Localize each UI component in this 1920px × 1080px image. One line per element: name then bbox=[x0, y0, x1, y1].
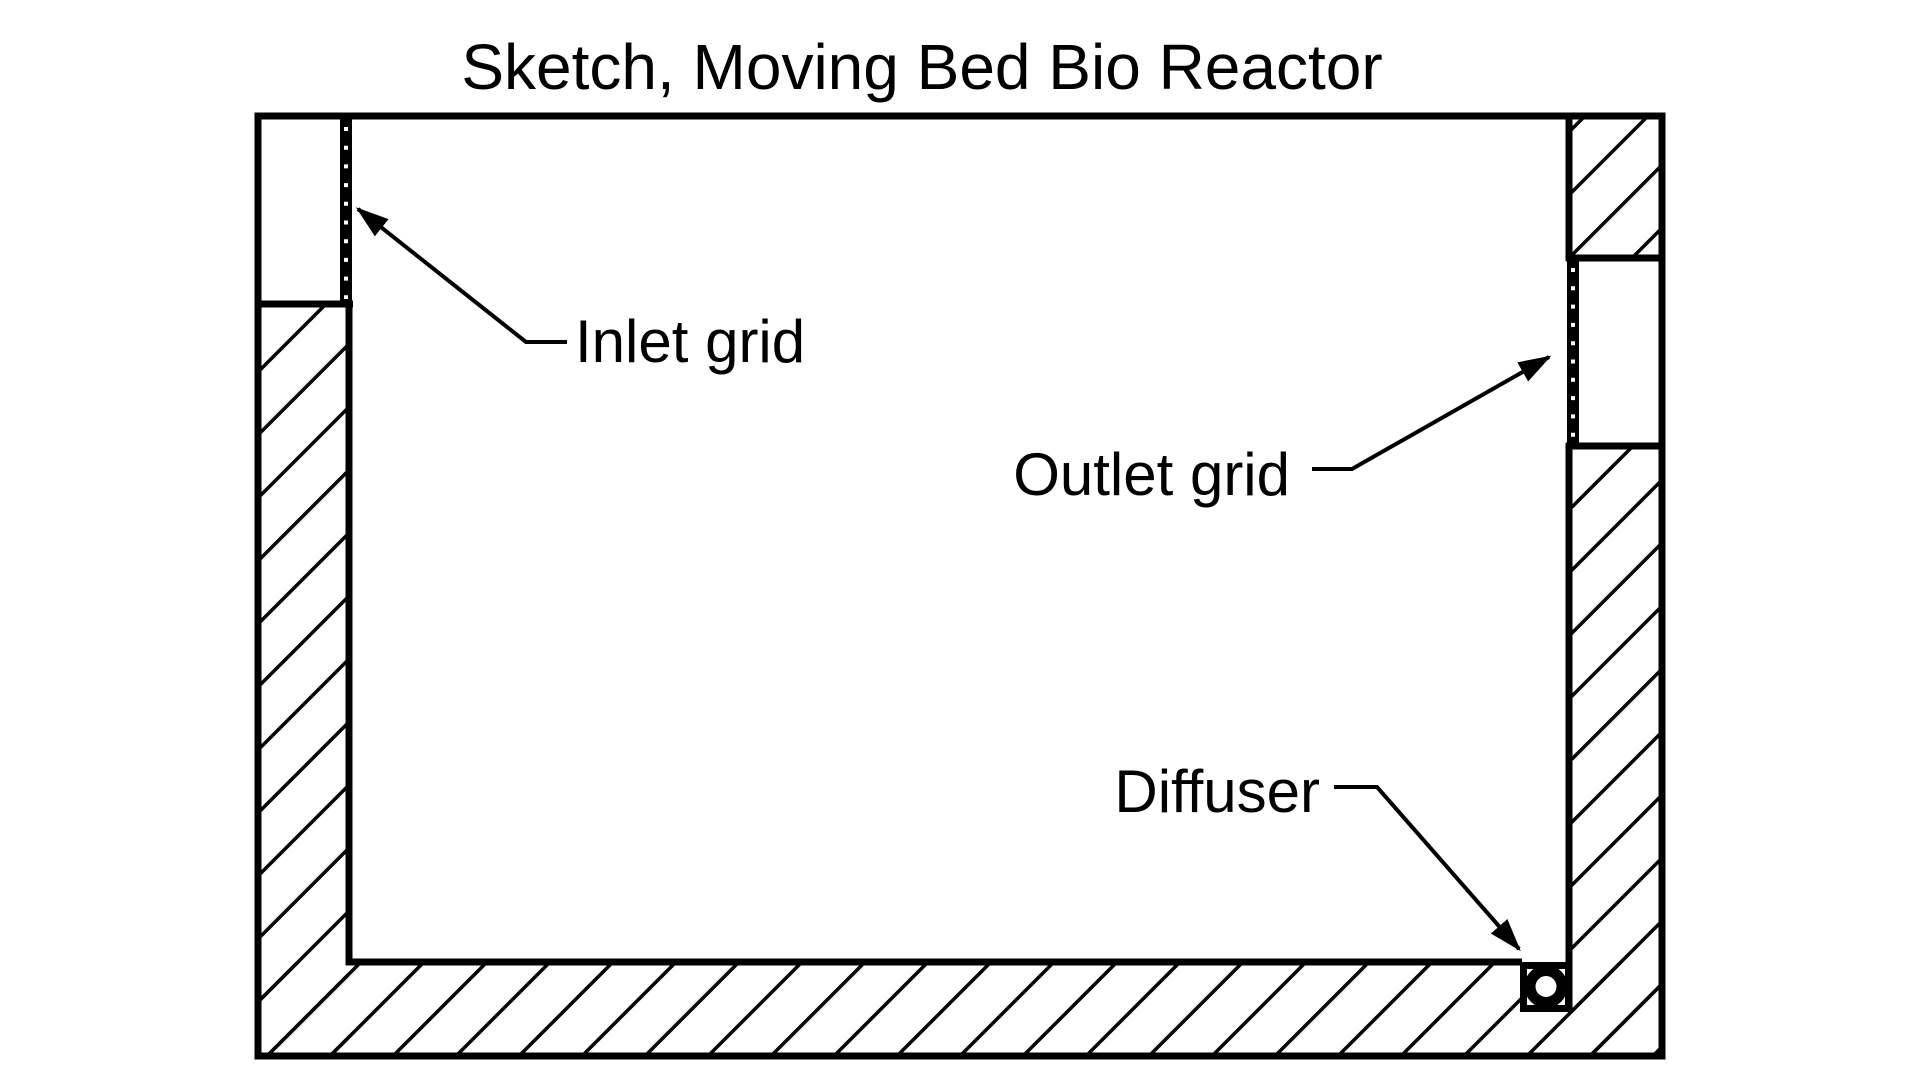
diffuser-leader-line bbox=[1334, 785, 1521, 952]
right-wall-upper-hatch bbox=[1569, 116, 1662, 258]
right-wall-lower-hatch bbox=[1569, 446, 1662, 1056]
outlet-grid-label: Outlet grid bbox=[1013, 441, 1290, 508]
inlet-grid-bar bbox=[340, 119, 352, 307]
outlet-grid-leader-line bbox=[1312, 355, 1552, 471]
inlet-grid-leader-line bbox=[355, 207, 567, 344]
left-wall-hatch bbox=[256, 304, 349, 1056]
diffuser-circle bbox=[1524, 965, 1568, 1008]
outlet-grid-bar bbox=[1567, 260, 1579, 446]
floor-hatch bbox=[256, 962, 1662, 1056]
inlet-grid-label: Inlet grid bbox=[575, 308, 805, 375]
page-title: Sketch, Moving Bed Bio Reactor bbox=[461, 31, 1382, 103]
diffuser-label: Diffuser bbox=[1114, 758, 1320, 825]
tank-outline bbox=[254, 112, 1666, 1060]
